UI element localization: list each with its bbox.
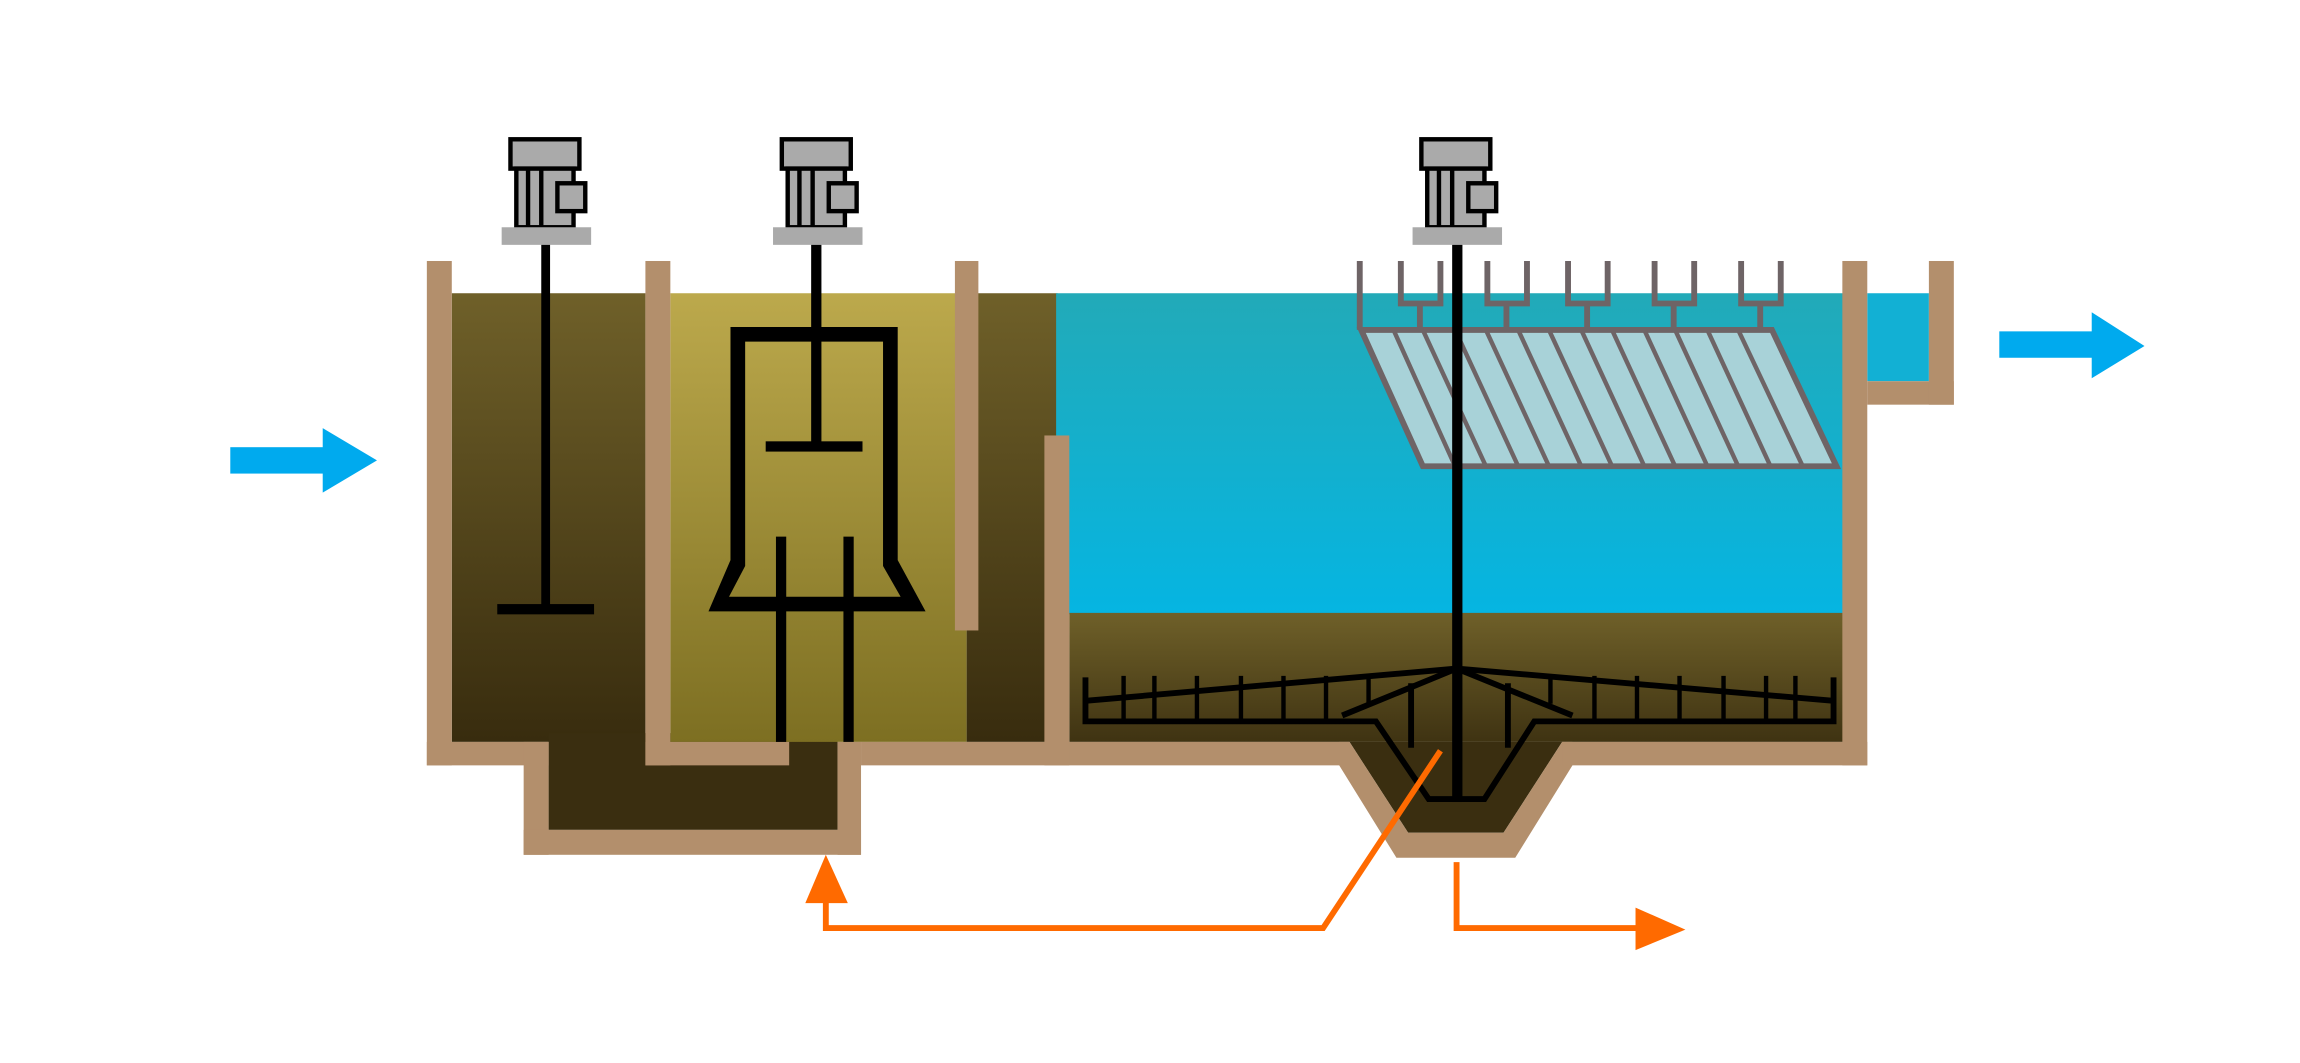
tank-walls [426, 260, 1954, 858]
scraper-motor-icon [1413, 139, 1502, 245]
flocculator-motor-icon [773, 139, 862, 245]
sludge-recycle-line [805, 749, 1443, 932]
effluent-trough-water [1867, 293, 1929, 382]
flash-mixer [497, 139, 595, 615]
arrow-right-icon [1635, 907, 1686, 951]
collection-troughs [1356, 260, 1784, 330]
arrow-up-icon [805, 854, 848, 904]
inflow-arrow-icon [230, 428, 377, 493]
transfer-channel-liquid [966, 293, 1058, 742]
flocculator [708, 139, 926, 742]
outflow-arrow-icon [1999, 312, 2145, 379]
tube-settlers [1356, 260, 1842, 470]
clarifier-scraper [1082, 139, 1837, 803]
sludge-waste-line [1453, 862, 1686, 951]
mixer-motor-icon [502, 139, 591, 245]
